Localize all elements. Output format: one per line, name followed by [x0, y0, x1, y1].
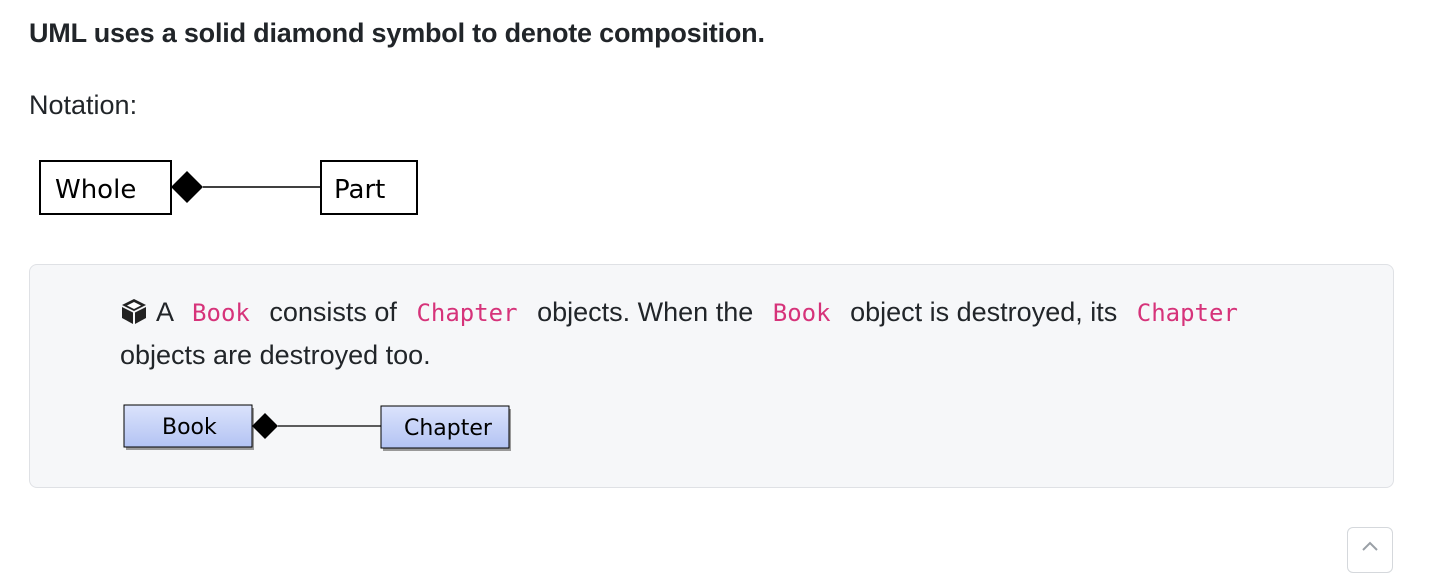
code-chapter: Chapter	[1136, 299, 1238, 327]
part-class-label: Part	[334, 175, 385, 205]
book-class-label: Book	[162, 415, 217, 440]
example-box: A Book consists of Chapter objects. When…	[29, 264, 1394, 488]
code-book: Book	[772, 299, 831, 327]
example-text-segment: objects are destroyed too.	[120, 340, 431, 370]
example-text-segment: A	[156, 297, 173, 327]
example-text-segment: objects. When the	[537, 297, 754, 327]
chapter-class-label: Chapter	[404, 416, 493, 441]
scroll-to-top-button[interactable]	[1347, 527, 1393, 573]
notation-diagram: Whole Part	[39, 160, 418, 215]
chevron-up-icon	[1362, 541, 1378, 551]
part-class-box	[320, 160, 418, 215]
chapter-class-box	[380, 405, 510, 449]
code-book: Book	[192, 299, 250, 327]
whole-class-label: Whole	[55, 175, 136, 205]
composition-diamond	[171, 171, 203, 203]
notation-label: Notation:	[29, 90, 138, 120]
whole-class-box	[39, 160, 172, 215]
section-heading: UML uses a solid diamond symbol to denot…	[29, 18, 765, 48]
example-text-segment: object is destroyed, its	[850, 297, 1118, 327]
example-text: A Book consists of Chapter objects. When…	[120, 291, 1250, 376]
book-class-box	[123, 404, 253, 448]
cube-icon	[122, 299, 146, 324]
composition-diamond	[252, 413, 278, 439]
example-text-segment: consists of	[269, 297, 397, 327]
example-diagram: Book Chapter	[123, 404, 511, 451]
code-chapter: Chapter	[416, 299, 518, 327]
